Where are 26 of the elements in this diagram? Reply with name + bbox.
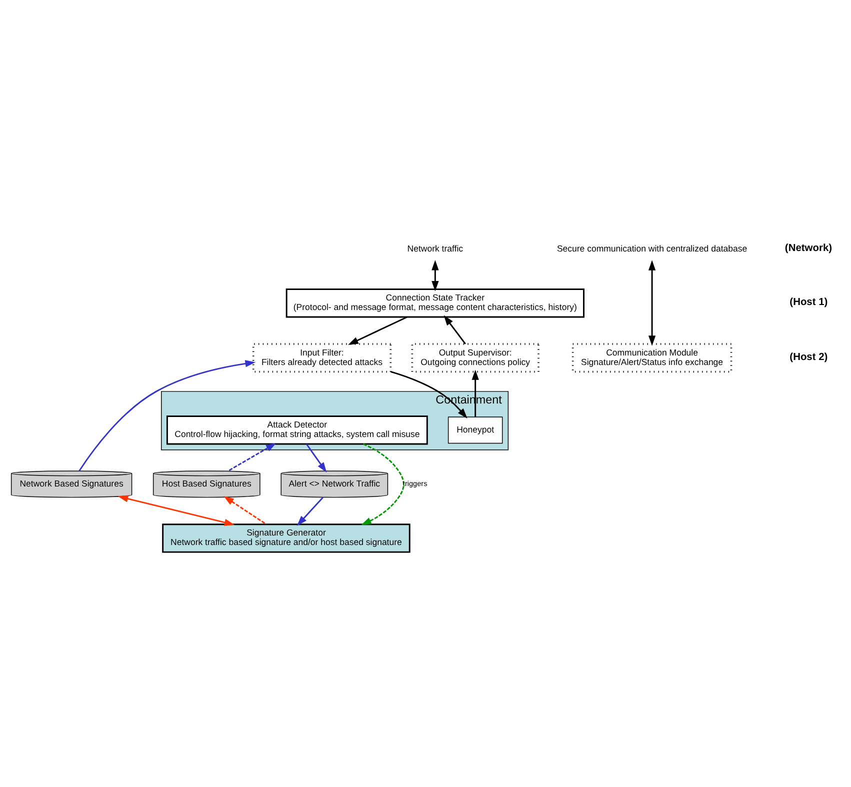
arrow bbox=[472, 369, 479, 416]
node-box: Input Filter: Filters already detected attacks bbox=[252, 342, 392, 372]
arrow bbox=[296, 496, 324, 526]
arrow bbox=[648, 260, 656, 346]
node-box: Honeypot bbox=[448, 416, 503, 444]
node-box: Connection State Tracker (Protocol- and message format, message content characteristics, history) bbox=[286, 288, 584, 318]
label: (Host 2) bbox=[790, 351, 828, 362]
label: (Host 1) bbox=[790, 296, 828, 308]
arrow bbox=[361, 442, 404, 525]
arrow bbox=[348, 316, 408, 344]
arrow bbox=[228, 442, 276, 472]
node-box: Signature Generator Network traffic based signature and/or host based signature bbox=[162, 523, 410, 552]
arrow bbox=[432, 260, 439, 291]
arrow bbox=[390, 370, 468, 418]
node-box: Output Supervisor: Outgoing connections policy bbox=[411, 342, 540, 372]
edge-label: triggers bbox=[402, 478, 428, 488]
arrow bbox=[78, 360, 256, 471]
node-text: Secure communication with centralized database bbox=[556, 242, 748, 253]
arrow bbox=[224, 496, 266, 524]
node-box: Attack Detector Control-flow hijacking, format string attacks, system call misuse bbox=[166, 415, 428, 444]
arrow bbox=[444, 314, 466, 344]
arrow bbox=[118, 494, 235, 526]
arrow bbox=[306, 443, 327, 472]
label: (Network) bbox=[784, 242, 832, 254]
node-box: Communication Module Signature/Alert/Status info exchange bbox=[572, 342, 732, 372]
node-text: Network traffic bbox=[407, 242, 464, 253]
